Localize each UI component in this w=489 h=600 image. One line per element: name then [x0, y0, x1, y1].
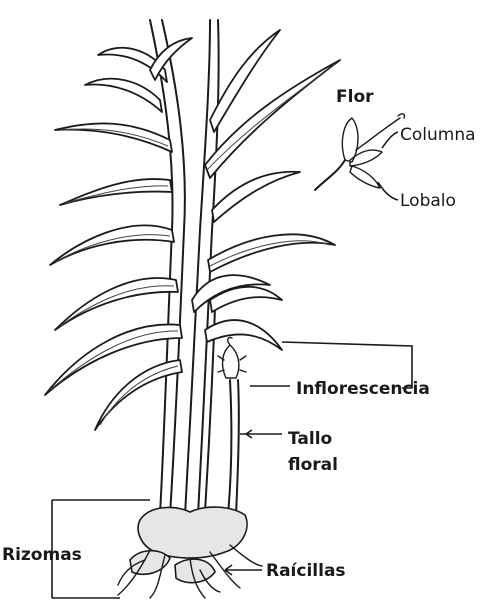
label-flor: Flor: [336, 87, 374, 107]
label-columna: Columna: [400, 125, 476, 145]
plant-stems: [150, 20, 219, 515]
flower-stalk: [218, 337, 246, 515]
label-tallo: Tallo: [288, 429, 332, 449]
label-raicillas: Raícillas: [266, 561, 346, 581]
flower-detail: [315, 114, 405, 190]
rhizome-mass: [118, 507, 262, 598]
label-inflorescencia: Inflorescencia: [296, 379, 430, 399]
label-floral: floral: [288, 455, 338, 475]
label-rizomas: Rizomas: [2, 545, 82, 565]
label-lobalo: Lobalo: [400, 191, 456, 211]
